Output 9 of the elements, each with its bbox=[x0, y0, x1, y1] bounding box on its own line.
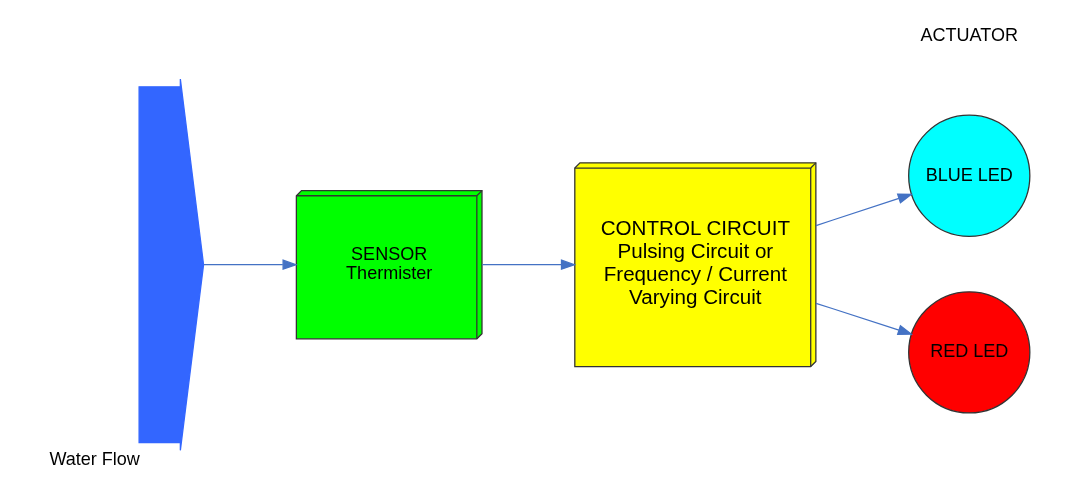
node-circle: RED LED bbox=[907, 291, 1030, 414]
arrow bbox=[814, 302, 913, 336]
arrow bbox=[814, 193, 913, 227]
node-label: Water Flow bbox=[48, 448, 140, 469]
arrow bbox=[481, 259, 576, 271]
label: ACTUATOR bbox=[920, 25, 1018, 46]
node-arrow bbox=[137, 78, 204, 451]
arrow bbox=[202, 259, 298, 271]
node-circle: BLUE LED bbox=[907, 114, 1030, 237]
